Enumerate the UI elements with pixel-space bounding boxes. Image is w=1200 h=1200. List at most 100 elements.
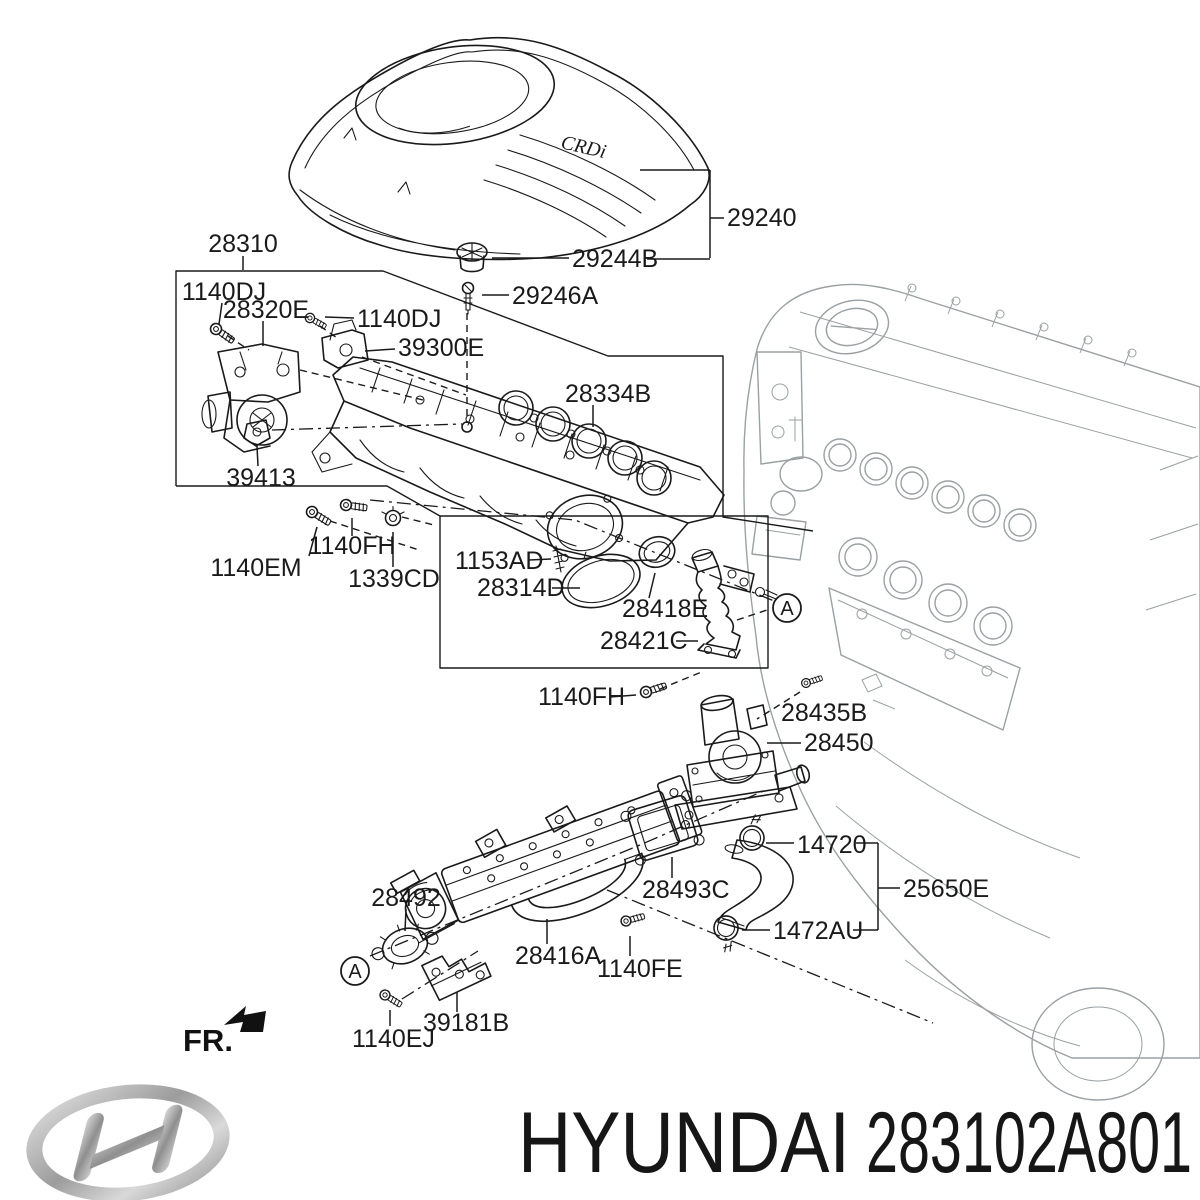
axis-line — [369, 788, 769, 957]
part-label-28310: 28310 — [208, 230, 278, 258]
svg-text:A: A — [348, 961, 362, 983]
bolt-1140ej — [377, 987, 405, 1010]
part-label-14720: 14720 — [797, 831, 867, 859]
part-label-1140DJ-1: 1140DJ — [182, 278, 266, 306]
part-label-28320E: 28320E — [223, 296, 309, 324]
axis-line — [271, 423, 463, 431]
fr-arrow-icon — [224, 1006, 266, 1032]
sensor-39300e-drawing — [321, 319, 369, 369]
gasket-28492-drawing — [371, 923, 439, 970]
bolt-1140fe — [619, 910, 647, 928]
nut-1339cd — [381, 505, 405, 527]
leader-line-dashed — [227, 335, 250, 351]
cylinder-head-ports — [823, 438, 1037, 646]
axis-line — [369, 499, 780, 604]
brand-name: HYUNDAI — [518, 1095, 850, 1191]
leader-line-dashed — [736, 609, 768, 621]
stud-1153ad-drawing — [552, 545, 565, 573]
fr-direction-marker: FR. — [183, 1006, 266, 1058]
axis-line — [606, 889, 934, 1024]
egr-pipe-28421c-drawing — [691, 548, 755, 659]
part-label-1140EM: 1140EM — [210, 554, 301, 582]
leader-line-dashed — [329, 520, 420, 551]
part-label-29244B: 29244B — [572, 245, 658, 273]
axis-line — [401, 950, 479, 1000]
seal-28418e-drawing — [638, 535, 676, 569]
part-label-25650E: 25650E — [903, 875, 989, 903]
part-label-29240: 29240 — [727, 204, 797, 232]
part-label-39181B: 39181B — [423, 1009, 509, 1037]
leader-line — [218, 302, 223, 325]
part-label-28435B: 28435B — [781, 699, 867, 727]
part-label-1140DJ-2: 1140DJ — [357, 305, 441, 333]
part-label-28421C: 28421C — [600, 627, 688, 655]
part-label-1339CD: 1339CD — [348, 565, 440, 593]
part-label-28314D: 28314D — [477, 574, 565, 602]
footer-part-text: HYUNDAI 283102A801 — [518, 1095, 1192, 1191]
fr-label: FR. — [183, 1023, 233, 1058]
mount-39413-drawing — [243, 419, 271, 447]
leader-line — [404, 908, 407, 932]
detail-a-upper: A — [772, 593, 802, 623]
part-label-1140FH-1: 1140FH — [308, 532, 395, 560]
detail-a-lower: A — [340, 956, 370, 986]
gasket-28493c-drawing — [620, 790, 705, 866]
oil-filler-cap — [814, 299, 890, 355]
svg-text:A: A — [780, 598, 794, 620]
engine-block-drawing — [743, 283, 1200, 1101]
manifold-gasket-28334b-drawing — [498, 390, 672, 496]
hyundai-logo — [26, 1084, 230, 1200]
leader-line — [364, 348, 396, 352]
leader-line-dashed — [756, 691, 801, 720]
detail-markers: AA — [340, 593, 802, 986]
bolt-28421c-side — [754, 586, 778, 600]
leader-line — [308, 526, 318, 557]
leader-line-dashed — [361, 356, 467, 396]
part-number: 283102A801 — [866, 1095, 1192, 1191]
part-label-29246A: 29246A — [512, 282, 599, 310]
part-label-39413: 39413 — [226, 464, 296, 492]
leader-lines-dashed — [227, 313, 801, 720]
leader-line-dashed — [319, 325, 338, 339]
egr-cooler-28416a-drawing — [389, 775, 703, 944]
leader-line — [648, 572, 656, 599]
engine-cover-script: CRDi — [559, 131, 608, 163]
part-label-28334B: 28334B — [565, 380, 651, 408]
bolt-28435b — [799, 672, 824, 690]
leader-line — [528, 558, 552, 561]
bolt-1140em — [303, 503, 334, 529]
part-label-28493C: 28493C — [642, 876, 730, 904]
leader-line — [324, 316, 355, 319]
engine-cover-drawing: CRDi — [288, 36, 710, 261]
part-label-1140EJ: 1140EJ — [352, 1025, 435, 1053]
part-label-28450: 28450 — [804, 729, 874, 757]
part-label-1140FH-2: 1140FH — [538, 683, 625, 711]
part-label-1472AU: 1472AU — [773, 917, 863, 945]
fasteners — [207, 310, 824, 1010]
leader-line-dashed — [401, 516, 435, 526]
leader-line — [609, 694, 637, 698]
leader-line-dashed — [659, 670, 705, 690]
assembly-boundary-boxes — [175, 270, 814, 669]
center-axis-lines — [271, 423, 934, 1024]
part-label-1140FE: 1140FE — [597, 955, 683, 983]
grommet-29244b-drawing — [456, 242, 488, 273]
bolt-1140dj-1 — [207, 320, 238, 347]
part-label-1153AD: 1153AD — [455, 547, 544, 575]
actuator-28320e-drawing — [201, 343, 301, 453]
bolt-1140fh-2 — [638, 679, 669, 700]
leader-line — [256, 445, 259, 467]
part-label-39300E: 39300E — [398, 334, 484, 362]
leader-line-dashed — [299, 369, 424, 401]
bolt-1140fh-1 — [338, 497, 369, 515]
part-label-28416A: 28416A — [515, 942, 602, 970]
oring-28314d-drawing — [561, 551, 641, 609]
screw-29246a-drawing — [461, 281, 475, 315]
part-label-28418E: 28418E — [622, 595, 708, 623]
leader-lines-solid — [218, 169, 900, 1026]
injection-pump-drawing — [751, 416, 823, 561]
part-label-28492: 28492 — [371, 884, 441, 912]
